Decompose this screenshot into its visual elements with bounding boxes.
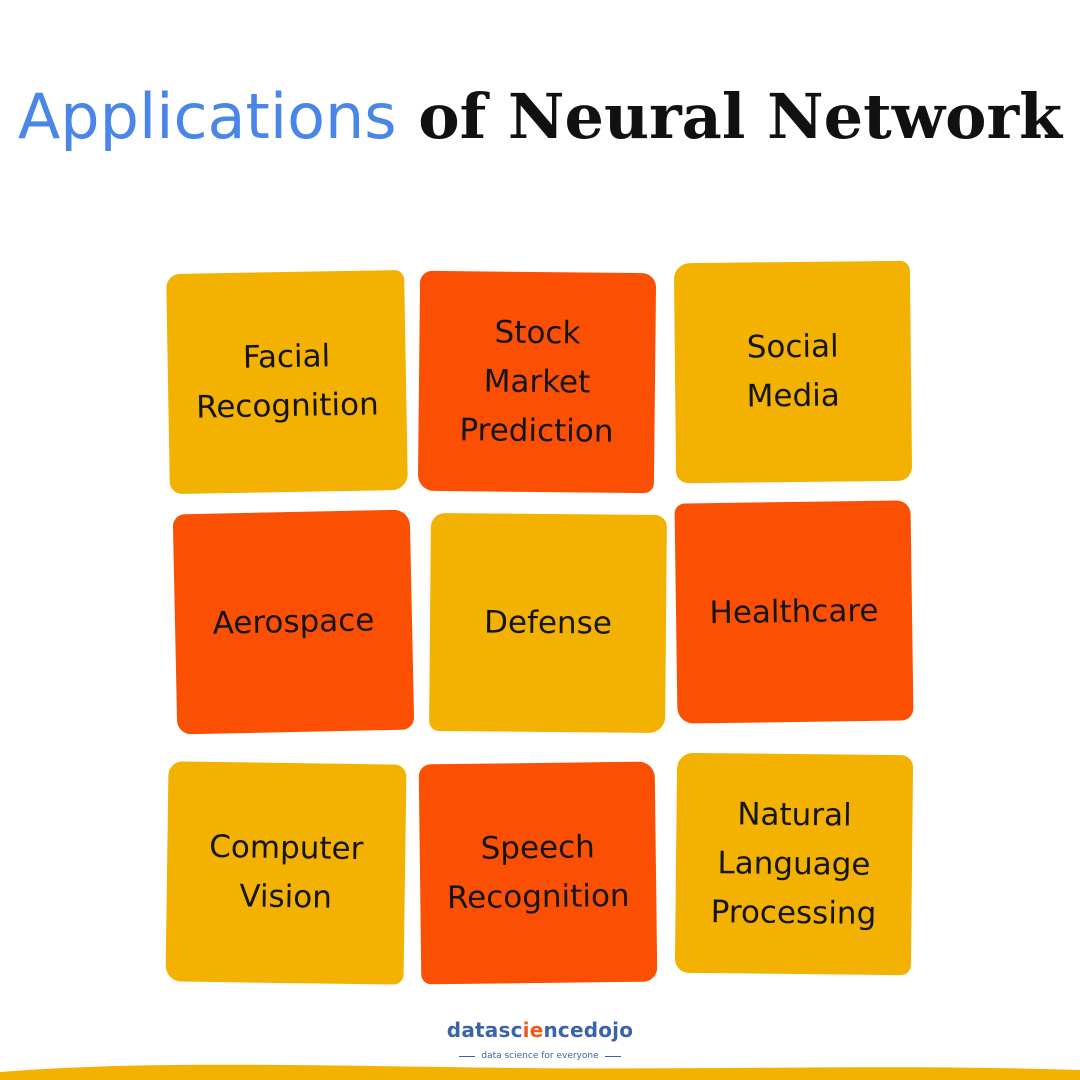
tile-label: Speech Recognition <box>446 829 630 917</box>
tagline-text: data science for everyone <box>481 1051 599 1062</box>
tagline-rule-right <box>604 1055 621 1057</box>
tile-natural-language-processing: Natural Language Processing <box>674 752 914 976</box>
bottom-wave <box>0 1064 1080 1080</box>
logo-tagline: data science for everyone <box>459 1050 621 1062</box>
tile-aerospace: Aerospace <box>172 509 415 735</box>
page-title: Applications of Neural Network <box>0 76 1080 158</box>
tile-stock-market-prediction: Stock Market Prediction <box>417 270 657 494</box>
logo-word-mid: ie <box>522 1018 544 1042</box>
tile-speech-recognition: Speech Recognition <box>418 761 658 985</box>
logo-wordmark: datasciencedojo <box>0 1018 1080 1042</box>
tile-defense: Defense <box>429 512 667 734</box>
tile-label: Natural Language Processing <box>710 795 877 932</box>
tile-label: Computer Vision <box>209 828 364 916</box>
tile-facial-recognition: Facial Recognition <box>166 269 408 495</box>
tile-label: Facial Recognition <box>195 338 380 426</box>
title-accent: Applications <box>17 80 397 153</box>
tile-social-media: Social Media <box>673 260 913 484</box>
tile-label: Aerospace <box>212 601 375 642</box>
tile-label: Defense <box>483 603 613 642</box>
tile-label: Healthcare <box>709 592 879 631</box>
tile-computer-vision: Computer Vision <box>165 761 407 985</box>
tagline-rule-left <box>459 1055 476 1057</box>
logo-word-end: ncedojo <box>543 1018 634 1042</box>
tile-label: Social Media <box>746 328 840 415</box>
logo-word-start: datasc <box>446 1018 523 1042</box>
brand-logo: datasciencedojo data science for everyon… <box>0 1018 1080 1062</box>
tile-healthcare: Healthcare <box>674 500 914 724</box>
title-rest: of Neural Network <box>396 80 1063 153</box>
tile-label: Stock Market Prediction <box>459 314 614 450</box>
